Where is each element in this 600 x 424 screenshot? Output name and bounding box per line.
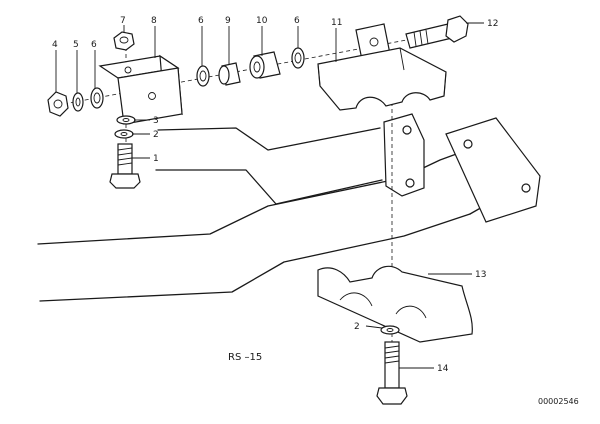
washer-5-hole <box>75 97 81 107</box>
label-part-10: 10 <box>256 16 268 26</box>
part-8-bracket <box>98 54 183 125</box>
callout-leaders <box>55 22 484 369</box>
label-part-5: 5 <box>73 40 79 50</box>
part-4-nut <box>47 91 69 117</box>
part-13-lower-clamp <box>317 265 473 343</box>
diagram-caption: RS –15 <box>228 352 262 363</box>
label-part-12: 12 <box>487 19 498 29</box>
label-part-6-left: 6 <box>91 40 97 50</box>
bracket-8-front <box>117 67 183 125</box>
part-11-clamp-bracket <box>317 23 447 111</box>
sleeve-9-end <box>218 65 230 85</box>
part-2-washer-upper <box>114 129 134 139</box>
label-part-4: 4 <box>52 40 58 50</box>
pipe-upper-edge <box>37 177 403 245</box>
part-14-bolt <box>376 341 408 405</box>
pipe-lower-edge <box>39 213 471 302</box>
label-part-7: 7 <box>120 16 126 26</box>
washer-6-right <box>291 47 305 69</box>
label-part-8: 8 <box>151 16 157 26</box>
leader-2-lower <box>365 325 383 329</box>
label-part-2-upper: 2 <box>153 130 159 140</box>
bracket-11-hole <box>369 37 379 47</box>
clamp-13-body <box>317 265 473 343</box>
label-part-6-middle: 6 <box>198 16 204 26</box>
washer-3-hole <box>122 118 130 122</box>
bracket-8-hole-front <box>148 92 156 100</box>
clamp-13-cutouts <box>339 292 427 319</box>
nut-4-body <box>47 91 69 117</box>
bolt-14-head <box>376 387 408 405</box>
flange-hole-bottom <box>405 178 415 188</box>
flange-plate <box>383 113 425 197</box>
document-number: 00002546 <box>538 397 579 406</box>
label-part-3: 3 <box>153 116 159 126</box>
part-6-washer-middle <box>196 65 210 87</box>
label-part-13: 13 <box>475 270 486 280</box>
bolt-12-head <box>445 15 469 43</box>
label-part-11: 11 <box>331 18 342 28</box>
washer-6-middle <box>196 65 210 87</box>
flange-hole-top <box>402 125 412 135</box>
washer-5 <box>72 92 84 112</box>
bolt-1-thread <box>117 147 133 166</box>
washer-2-upper <box>114 129 134 139</box>
bracket-11-edges <box>317 47 447 97</box>
bush-10-bore <box>253 61 261 73</box>
part-6-washer-right <box>291 47 305 69</box>
bolt-12-thread <box>413 29 429 47</box>
nut-4-bore <box>53 99 63 109</box>
nut-7-body <box>113 31 135 51</box>
label-part-1: 1 <box>153 154 159 164</box>
label-part-6-right: 6 <box>294 16 300 26</box>
label-part-9: 9 <box>225 16 231 26</box>
rear-pipe-flange <box>155 113 541 223</box>
part-9-sleeve <box>218 62 241 86</box>
bolt-14-shank <box>384 341 400 389</box>
washer-2-lower-hole <box>386 328 394 332</box>
rear-flange-hole-bottom <box>521 183 531 193</box>
bolt-12-shank <box>405 23 453 49</box>
bolt-14-thread <box>384 345 400 364</box>
part-3-lock-washer <box>116 115 136 125</box>
bush-10-end <box>249 55 265 79</box>
part-2-washer-lower <box>380 325 400 335</box>
washer-2-lower <box>380 325 400 335</box>
bracket-11-saddle <box>317 47 447 111</box>
part-10-bush <box>249 51 281 79</box>
rear-flange-hole-top <box>463 139 473 149</box>
washer-6-left-hole <box>93 92 101 104</box>
washer-6-middle-hole <box>199 70 207 82</box>
part-7-nut <box>113 31 135 51</box>
label-part-2-lower: 2 <box>354 322 360 332</box>
label-part-14: 14 <box>437 364 449 374</box>
rear-pipe-lower-edge <box>155 169 383 205</box>
part-1-bolt <box>109 143 141 189</box>
bolt-1-head <box>109 173 141 189</box>
rear-flange-plate <box>445 117 541 223</box>
nut-7-bore <box>119 36 129 44</box>
washer-6-left <box>90 87 104 109</box>
washer-2-upper-hole <box>120 132 128 136</box>
rear-pipe-upper-edge <box>157 127 381 151</box>
part-labels: 4 5 6 7 8 6 9 10 6 11 12 3 2 1 13 2 14 <box>52 16 498 374</box>
part-12-long-bolt <box>405 15 469 49</box>
washer-6-right-hole <box>294 52 302 64</box>
bracket-8-hole-top <box>124 66 132 74</box>
part-5-washer <box>72 92 84 112</box>
washer-3 <box>116 115 136 125</box>
part-6-washer-left <box>90 87 104 109</box>
exhaust-pipe <box>37 137 523 302</box>
